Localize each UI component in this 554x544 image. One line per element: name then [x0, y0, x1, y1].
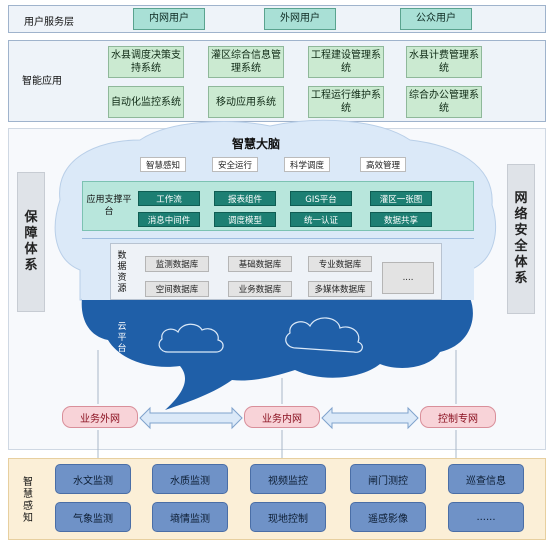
- app-office-mgmt[interactable]: 综合办公管理系统: [406, 86, 482, 118]
- app-construction-mgmt[interactable]: 工程建设管理系统: [308, 46, 384, 78]
- app-auto-monitor[interactable]: 自动化监控系统: [108, 86, 184, 118]
- cloud-platform-shape: [81, 298, 473, 410]
- support-unified-auth[interactable]: 统一认证: [290, 212, 352, 227]
- sense-remote-imaging[interactable]: 遥感影像: [350, 502, 426, 532]
- sense-video[interactable]: 视频监控: [250, 464, 326, 494]
- db-multimedia[interactable]: 多媒体数据库: [308, 281, 372, 297]
- sense-more: ......: [448, 502, 524, 532]
- cloud-icon: [285, 317, 363, 353]
- support-message-middleware[interactable]: 消息中间件: [138, 212, 200, 227]
- support-report[interactable]: 报表组件: [214, 191, 276, 206]
- support-irrigation-map[interactable]: 灌区一张图: [370, 191, 432, 206]
- db-business[interactable]: 业务数据库: [228, 281, 292, 297]
- support-workflow[interactable]: 工作流: [138, 191, 200, 206]
- db-professional[interactable]: 专业数据库: [308, 256, 372, 272]
- sense-hydrology[interactable]: 水文监测: [55, 464, 131, 494]
- sense-meteorology[interactable]: 气象监测: [55, 502, 131, 532]
- support-dispatch-model[interactable]: 调度模型: [214, 212, 276, 227]
- app-operation-maint[interactable]: 工程运行维护系统: [308, 86, 384, 118]
- tag-safe-operation: 安全运行: [212, 157, 258, 172]
- sense-inspection[interactable]: 巡查信息: [448, 464, 524, 494]
- support-data-sharing[interactable]: 数据共享: [370, 212, 432, 227]
- sensing-label: 智慧感知: [23, 477, 33, 524]
- support-gis[interactable]: GIS平台: [290, 191, 352, 206]
- guarantee-system-label: 保障体系: [17, 172, 45, 312]
- network-extranet[interactable]: 业务外网: [62, 406, 138, 428]
- tag-efficient-mgmt: 高效管理: [360, 157, 406, 172]
- user-intranet[interactable]: 内网用户: [133, 8, 205, 30]
- sense-water-quality[interactable]: 水质监测: [152, 464, 228, 494]
- double-arrow-icon: [139, 406, 419, 430]
- smart-app-label: 智能应用: [22, 76, 62, 87]
- data-resources-label: 数据资源: [117, 251, 127, 294]
- network-control[interactable]: 控制专网: [420, 406, 496, 428]
- network-security-label: 网络安全体系: [507, 164, 535, 314]
- cloud-icon: [158, 323, 224, 353]
- cloud-platform-label: 云平台: [117, 321, 127, 354]
- user-service-label: 用户服务层: [24, 17, 74, 28]
- user-public[interactable]: 公众用户: [400, 8, 472, 30]
- user-extranet[interactable]: 外网用户: [264, 8, 336, 30]
- network-intranet[interactable]: 业务内网: [244, 406, 320, 428]
- sense-soil-moisture[interactable]: 墒情监测: [152, 502, 228, 532]
- app-mobile[interactable]: 移动应用系统: [208, 86, 284, 118]
- app-water-dispatch[interactable]: 水县调度决策支持系统: [108, 46, 184, 78]
- db-spatial[interactable]: 空间数据库: [145, 281, 209, 297]
- db-more: ....: [382, 262, 434, 294]
- db-monitoring[interactable]: 监测数据库: [145, 256, 209, 272]
- sense-gate[interactable]: 闸门测控: [350, 464, 426, 494]
- db-basic[interactable]: 基础数据库: [228, 256, 292, 272]
- app-support-label: 应用支撑平台: [86, 195, 132, 217]
- app-billing-mgmt[interactable]: 水县计费管理系统: [406, 46, 482, 78]
- tag-smart-perception: 智慧感知: [140, 157, 186, 172]
- sense-local-control[interactable]: 现地控制: [250, 502, 326, 532]
- brain-title: 智慧大脑: [232, 137, 281, 151]
- app-irrigation-info[interactable]: 灌区综合信息管理系统: [208, 46, 284, 78]
- tag-scientific-dispatch: 科学调度: [284, 157, 330, 172]
